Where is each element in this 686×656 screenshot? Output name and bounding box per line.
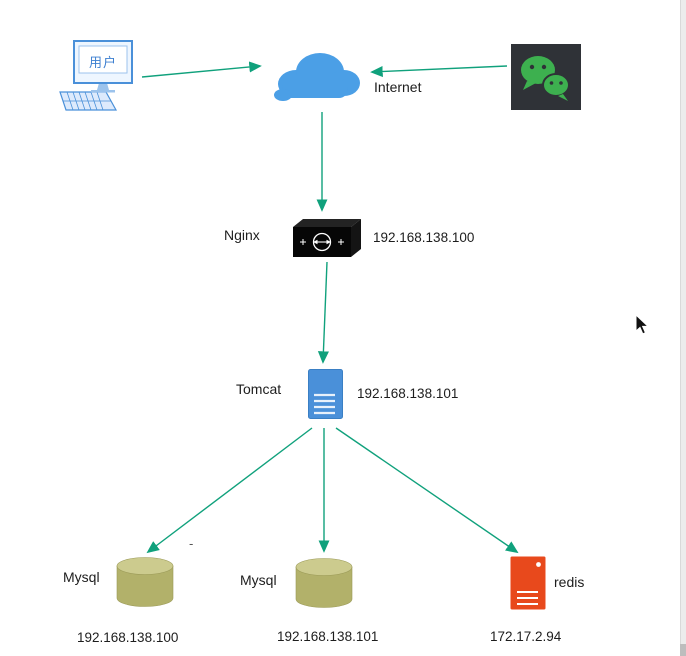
arrow-tomcat-to-redis <box>335 427 519 554</box>
arrow-nginx-to-tomcat <box>317 261 329 364</box>
mysql-left-database-icon <box>114 556 176 609</box>
redis-label: redis <box>554 574 585 590</box>
computer-icon <box>58 40 138 112</box>
window-right-edge <box>680 0 686 656</box>
nginx-label: Nginx <box>224 227 260 243</box>
internet-cloud-icon <box>268 46 368 108</box>
tomcat-server-icon <box>308 369 343 419</box>
redis-icon <box>510 556 546 610</box>
redis-ip: 172.17.2.94 <box>490 629 562 644</box>
mysql-left-ip: 192.168.138.100 <box>77 630 179 645</box>
nginx-ip: 192.168.138.100 <box>373 230 475 245</box>
wechat-icon <box>511 44 581 110</box>
tomcat-ip: 192.168.138.101 <box>357 386 459 401</box>
arrow-tomcat-to-mysql-left <box>146 427 313 554</box>
mouse-cursor-icon <box>635 313 651 336</box>
arrow-user-to-internet <box>141 61 262 78</box>
internet-label: Internet <box>374 79 422 95</box>
tomcat-label: Tomcat <box>236 381 282 397</box>
mysql-middle-label: Mysql <box>240 572 277 588</box>
window-corner-nub <box>680 644 686 656</box>
mysql-left-label: Mysql <box>63 569 100 585</box>
stray-dash: - <box>189 536 194 551</box>
nginx-router-icon <box>289 217 363 259</box>
mysql-middle-database-icon <box>293 557 355 610</box>
mysql-middle-ip: 192.168.138.101 <box>277 629 379 644</box>
user-label: 用户 <box>88 55 117 70</box>
arrow-wechat-to-internet <box>370 65 508 78</box>
